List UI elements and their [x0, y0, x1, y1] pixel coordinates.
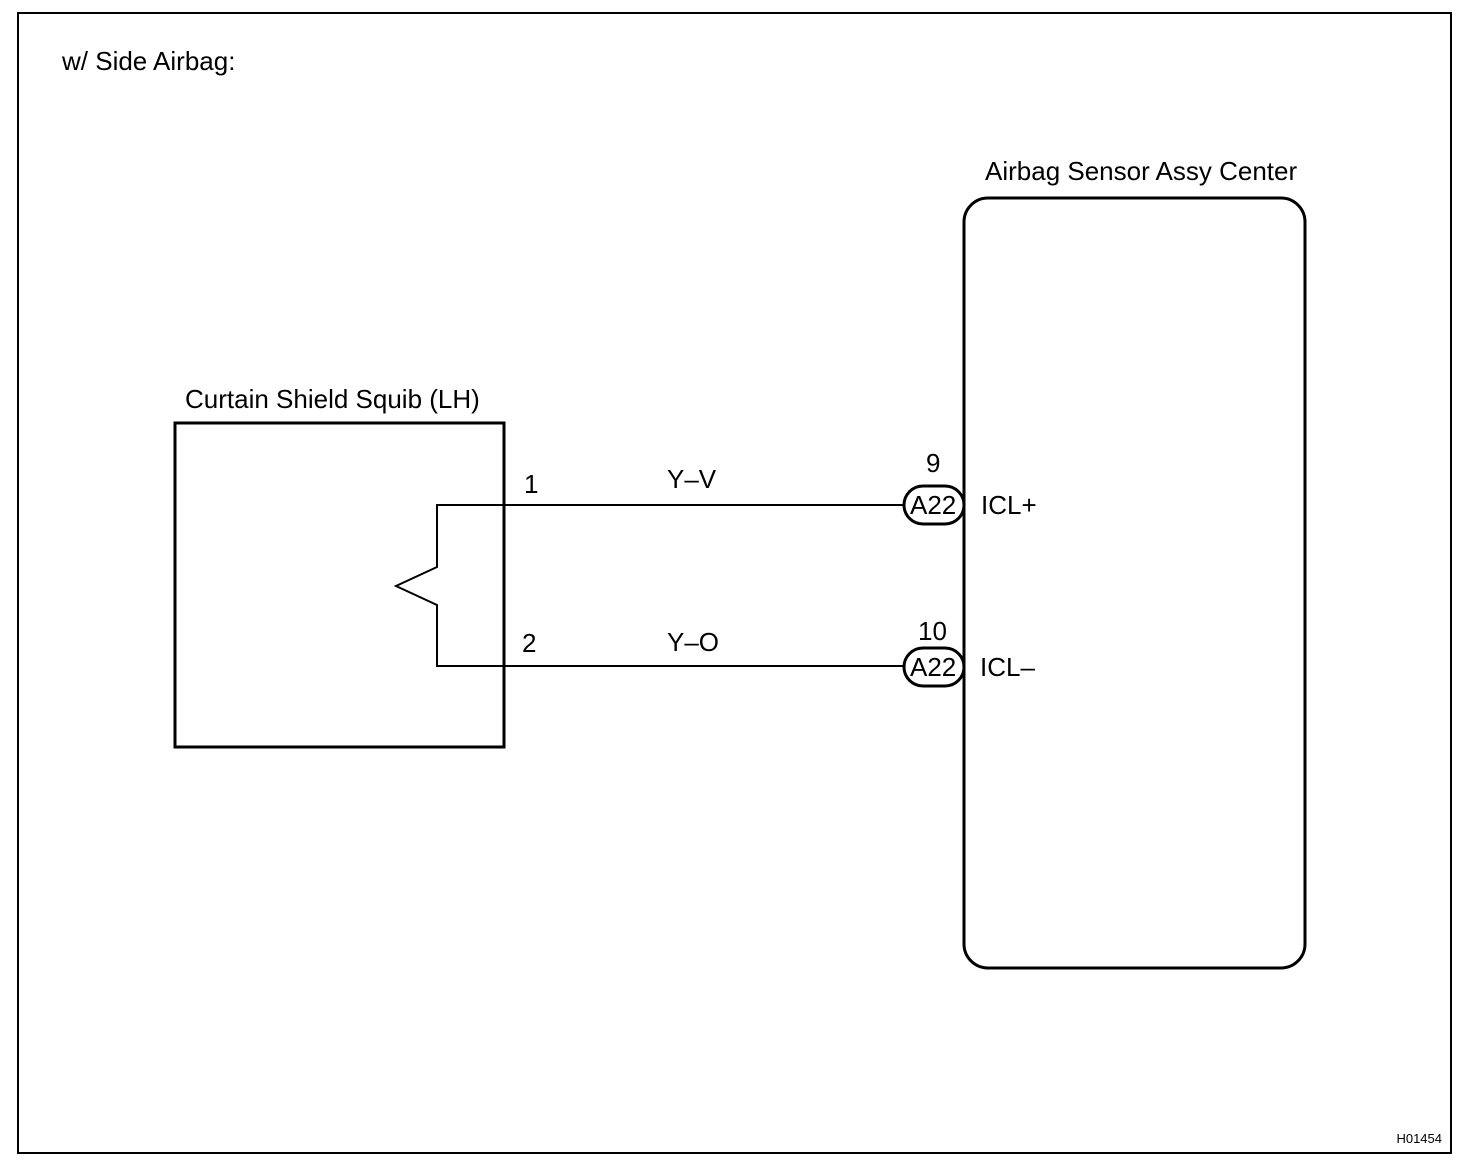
wire-color-code: Y–V	[667, 464, 717, 494]
wire-from-pin: 1	[524, 469, 538, 499]
connector-code: A22	[910, 652, 956, 682]
wire-icl-minus: 2 Y–O 10 A22 ICL–	[504, 616, 1035, 688]
terminal-name: ICL–	[980, 652, 1035, 682]
condition-label: w/ Side Airbag:	[61, 46, 235, 76]
terminal-name: ICL+	[981, 490, 1037, 520]
squib-box	[173, 421, 506, 749]
sensor-box	[962, 196, 1307, 970]
connector-oval	[902, 484, 966, 526]
connector-code: A22	[910, 490, 956, 520]
sensor-component: Airbag Sensor Assy Center	[962, 156, 1307, 970]
connector-pin-number: 10	[918, 616, 947, 646]
wire-color-code: Y–O	[667, 627, 719, 657]
connector-pin-number: 9	[926, 448, 940, 478]
figure-code: H01454	[1396, 1131, 1442, 1146]
diagram-frame	[17, 12, 1452, 1154]
wire-from-pin: 2	[522, 628, 536, 658]
sensor-name: Airbag Sensor Assy Center	[985, 156, 1297, 186]
connector-oval	[902, 646, 966, 688]
wire-icl-plus: 1 Y–V 9 A22 ICL+	[504, 448, 1037, 526]
squib-name: Curtain Shield Squib (LH)	[185, 384, 480, 414]
squib-element-symbol	[393, 504, 504, 667]
squib-component: Curtain Shield Squib (LH)	[173, 384, 506, 749]
